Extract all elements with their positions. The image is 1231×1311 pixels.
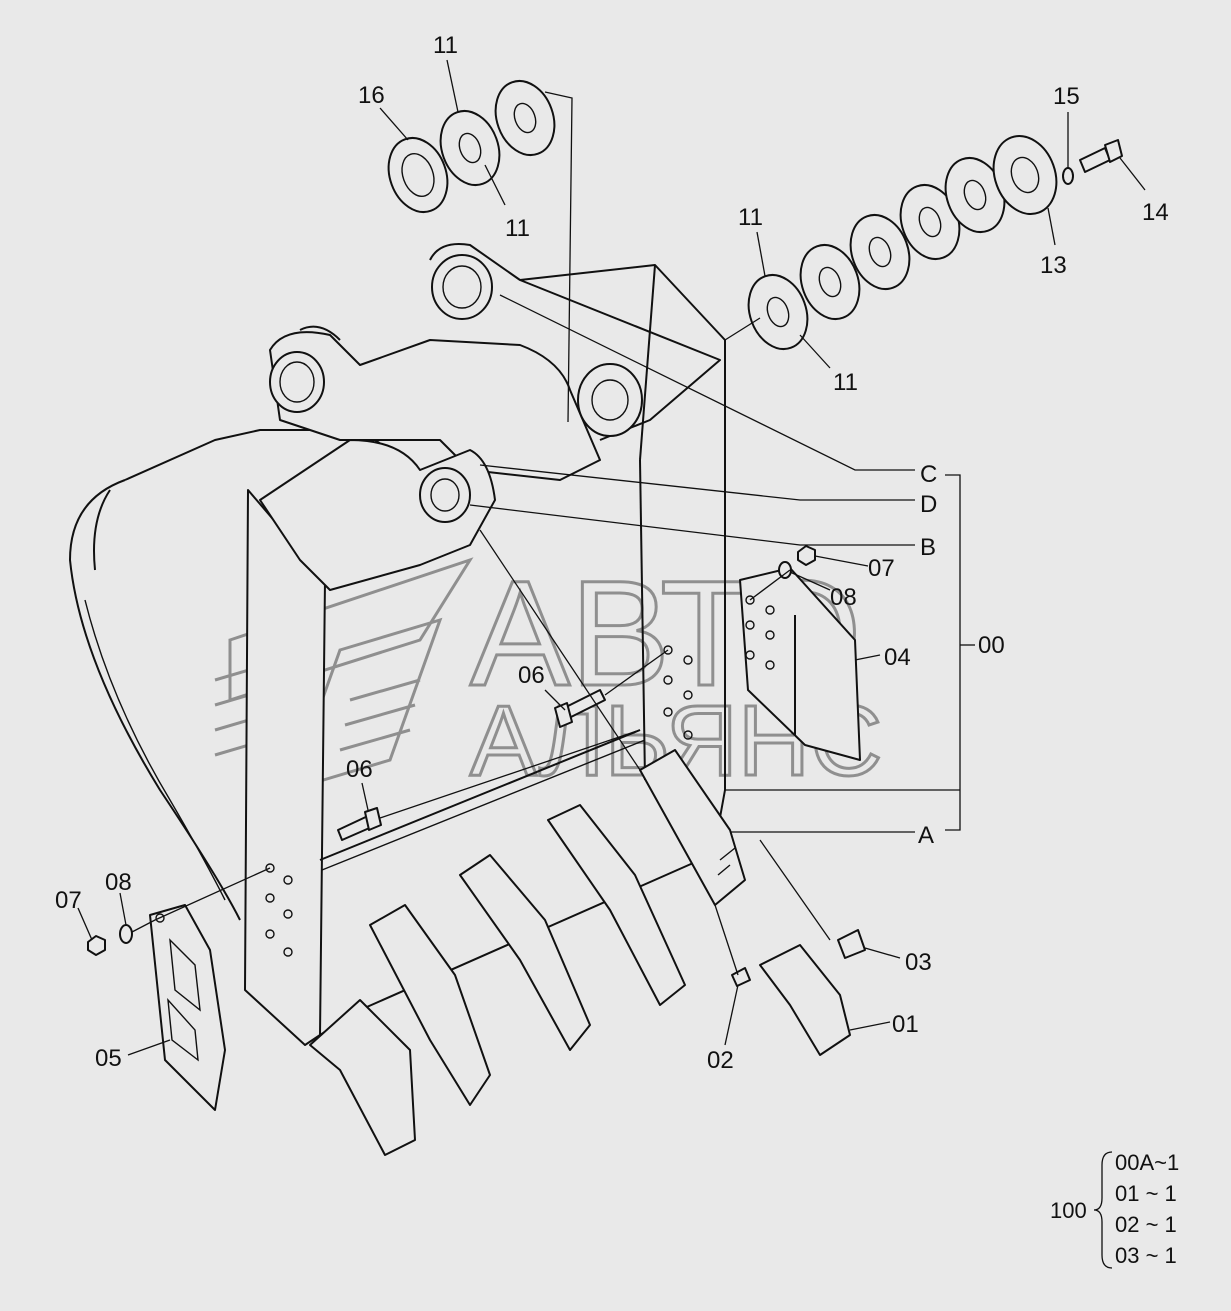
label-07-left: 07: [55, 887, 82, 914]
label-15: 15: [1053, 83, 1080, 110]
shims-11-right: [747, 157, 1006, 350]
label-D: D: [920, 491, 937, 518]
kit-item-2: 01 ~ 1: [1115, 1181, 1177, 1206]
boss-lower: [419, 467, 471, 523]
lock-03: [837, 929, 866, 959]
label-06-upper: 06: [518, 662, 545, 689]
plate-13: [992, 135, 1058, 215]
boss-top-left: [269, 351, 325, 413]
label-11-right-top: 11: [738, 204, 763, 231]
shims-11-left: [439, 80, 556, 186]
washer-08-right: [778, 561, 792, 579]
bolt-06-lower: [337, 807, 382, 841]
label-11-mid: 11: [505, 215, 530, 242]
bucket-teeth: [309, 749, 851, 1156]
label-14: 14: [1142, 199, 1169, 226]
boss-mid: [577, 363, 643, 437]
kit-legend: 100 00A~1 01 ~ 1 02 ~ 1 03 ~ 1: [1050, 1150, 1179, 1269]
label-C: C: [920, 461, 937, 488]
label-02: 02: [707, 1047, 734, 1074]
label-05: 05: [95, 1045, 122, 1072]
label-00: 00: [978, 632, 1005, 659]
label-03: 03: [905, 949, 932, 976]
label-08-right: 08: [830, 584, 857, 611]
kit-number: 100: [1050, 1198, 1087, 1223]
kit-item-3: 02 ~ 1: [1115, 1212, 1177, 1237]
bucket-body: [69, 243, 726, 1046]
side-cutter-05: [149, 904, 226, 1111]
side-cutter-04: [739, 567, 861, 761]
pin-02: [731, 967, 751, 987]
kit-item-4: 03 ~ 1: [1115, 1243, 1177, 1268]
label-13: 13: [1040, 252, 1067, 279]
kit-brace: [1093, 1151, 1113, 1269]
shim-16: [387, 137, 449, 213]
leader-lines: [77, 59, 1146, 1056]
label-A: A: [918, 822, 934, 849]
bolt-06-upper: [554, 689, 606, 728]
label-06-lower: 06: [346, 756, 373, 783]
label-01: 01: [892, 1011, 919, 1038]
nut-07-right: [797, 545, 816, 566]
boss-top-right: [431, 254, 493, 320]
label-11-top: 11: [433, 32, 458, 59]
kit-item-1: 00A~1: [1115, 1150, 1179, 1175]
nut-07-left: [87, 935, 106, 956]
label-11-right-bottom: 11: [833, 369, 858, 396]
label-16: 16: [358, 82, 385, 109]
washer-15: [1062, 167, 1074, 185]
washer-08-left: [119, 924, 133, 944]
label-B: B: [920, 534, 936, 561]
label-04: 04: [884, 644, 911, 671]
label-07-right: 07: [868, 555, 895, 582]
label-08-left: 08: [105, 869, 132, 896]
bolt-14: [1079, 139, 1123, 173]
